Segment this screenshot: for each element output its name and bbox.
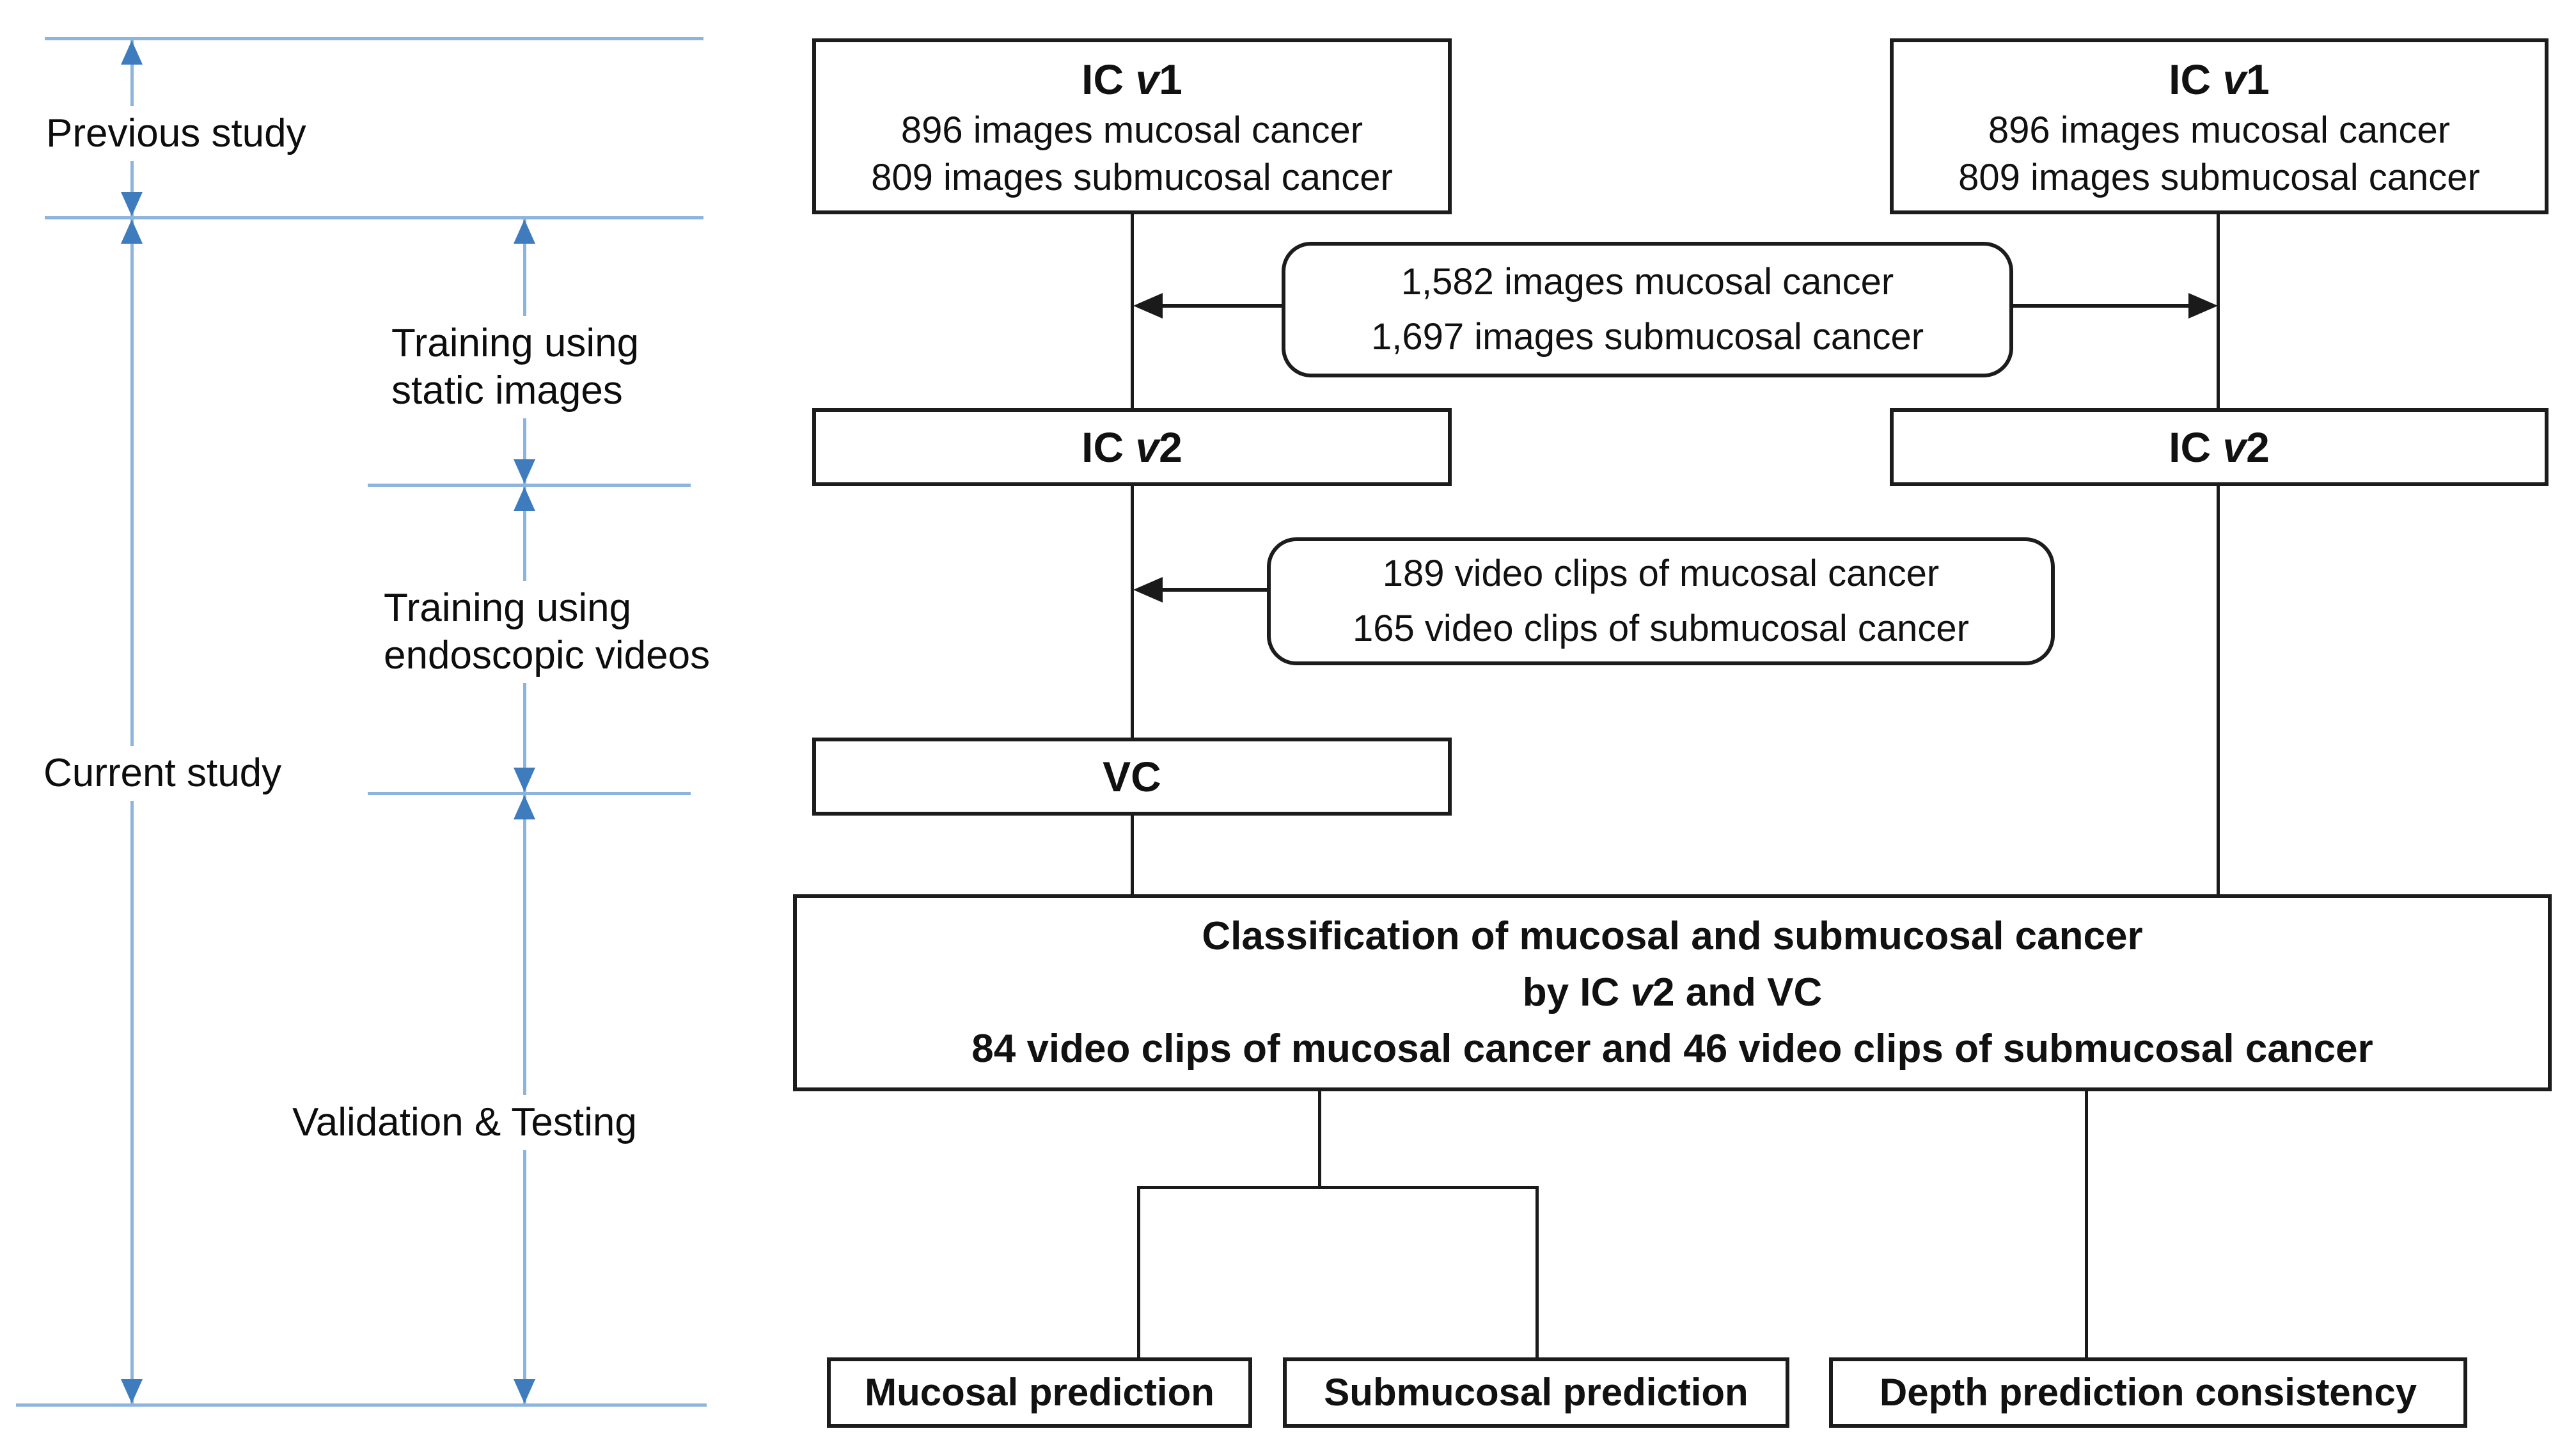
box-ic-v1-right-line2: 809 images submucosal cancer bbox=[1958, 156, 2480, 198]
connector-left-icv1-icv2 bbox=[1131, 211, 1134, 411]
label-training-videos-line2: endoscopic videos bbox=[384, 633, 711, 677]
arrowhead-outer-top-up bbox=[121, 40, 143, 65]
arrowhead-inner-videos-down bbox=[514, 768, 535, 792]
box-training-videos-line2: 165 video clips of submucosal cancer bbox=[1353, 608, 1969, 649]
connector-left-vc-classification bbox=[1131, 814, 1134, 897]
timeline-previous-current-divider bbox=[45, 216, 703, 219]
arrow-images-to-right-head bbox=[2188, 293, 2218, 319]
box-classification-line3: 84 video clips of mucosal cancer and 46 … bbox=[971, 1027, 2373, 1071]
timeline-outer-span-line bbox=[130, 40, 134, 1403]
branch-horizontal bbox=[1137, 1186, 1539, 1189]
box-vc-title: VC bbox=[1103, 753, 1161, 800]
connector-right-icv1-icv2 bbox=[2217, 211, 2220, 411]
box-ic-v1-right-title: IC v1 bbox=[2169, 55, 2270, 103]
label-previous-study: Previous study bbox=[37, 106, 315, 161]
timeline-top-line bbox=[45, 37, 703, 40]
box-ic-v2-left-title: IC v2 bbox=[1081, 423, 1182, 471]
branch-stem bbox=[1318, 1090, 1321, 1189]
arrowhead-inner-validation-up bbox=[514, 795, 535, 819]
arrow-videos-to-left-stem bbox=[1159, 588, 1269, 592]
box-ic-v1-left-line1: 896 images mucosal cancer bbox=[900, 109, 1363, 151]
box-ic-v1-left-title: IC v1 bbox=[1081, 55, 1182, 103]
timeline-videos-validation-divider bbox=[368, 792, 691, 795]
box-submucosal-prediction: Submucosal prediction bbox=[1283, 1357, 1789, 1428]
box-transfer-images-line1: 1,582 images mucosal cancer bbox=[1401, 261, 1894, 303]
box-classification: Classification of mucosal and submucosal… bbox=[793, 894, 2552, 1091]
box-submucosal-prediction-label: Submucosal prediction bbox=[1324, 1371, 1748, 1414]
arrowhead-inner-static-down bbox=[514, 459, 535, 484]
arrowhead-inner-static-up bbox=[514, 219, 535, 244]
arrow-images-to-right-stem bbox=[2012, 304, 2190, 308]
label-training-static: Training using static images bbox=[382, 316, 648, 418]
arrow-images-to-left-head bbox=[1133, 293, 1163, 319]
box-ic-v2-right: IC v2 bbox=[1890, 408, 2549, 486]
arrowhead-outer-divider-down bbox=[121, 192, 143, 216]
arrowhead-outer-divider-up bbox=[121, 219, 143, 244]
box-classification-line2: by IC v2 and VC bbox=[1522, 970, 1823, 1015]
arrowhead-inner-videos-up bbox=[514, 487, 535, 511]
arrowhead-outer-bottom-down bbox=[121, 1379, 143, 1403]
label-training-videos-line1: Training using bbox=[384, 586, 632, 630]
arrow-images-to-left-stem bbox=[1159, 304, 1284, 308]
box-mucosal-prediction-label: Mucosal prediction bbox=[865, 1371, 1214, 1414]
box-ic-v1-left: IC v1 896 images mucosal cancer 809 imag… bbox=[812, 38, 1452, 214]
arrowhead-inner-validation-down bbox=[514, 1379, 535, 1403]
connector-right-icv2-classification bbox=[2217, 484, 2220, 897]
box-ic-v2-right-title: IC v2 bbox=[2169, 423, 2270, 471]
branch-right-drop bbox=[1535, 1186, 1539, 1359]
box-vc: VC bbox=[812, 738, 1452, 816]
arrow-videos-to-left-head bbox=[1133, 577, 1163, 603]
box-ic-v1-left-line2: 809 images submucosal cancer bbox=[871, 156, 1393, 198]
box-training-videos-line1: 189 video clips of mucosal cancer bbox=[1382, 553, 1940, 594]
label-training-videos: Training using endoscopic videos bbox=[375, 581, 719, 683]
connector-left-icv2-vc bbox=[1131, 484, 1134, 739]
box-ic-v1-right-line1: 896 images mucosal cancer bbox=[1988, 109, 2451, 151]
label-training-static-line2: static images bbox=[391, 368, 623, 413]
branch-left-drop bbox=[1137, 1186, 1140, 1359]
label-training-static-line1: Training using bbox=[391, 321, 640, 365]
box-transfer-images: 1,582 images mucosal cancer 1,697 images… bbox=[1282, 242, 2013, 377]
box-classification-line1: Classification of mucosal and submucosal… bbox=[1202, 914, 2143, 958]
box-training-videos: 189 video clips of mucosal cancer 165 vi… bbox=[1267, 537, 2055, 665]
box-depth-prediction-consistency: Depth prediction consistency bbox=[1829, 1357, 2467, 1428]
timeline-static-videos-divider bbox=[368, 484, 691, 487]
box-depth-prediction-consistency-label: Depth prediction consistency bbox=[1879, 1371, 2417, 1414]
box-ic-v2-left: IC v2 bbox=[812, 408, 1452, 486]
label-validation-testing: Validation & Testing bbox=[283, 1095, 646, 1150]
box-mucosal-prediction: Mucosal prediction bbox=[827, 1357, 1252, 1428]
timeline-bottom-line bbox=[16, 1403, 707, 1407]
depth-drop bbox=[2085, 1090, 2088, 1359]
box-ic-v1-right: IC v1 896 images mucosal cancer 809 imag… bbox=[1890, 38, 2549, 214]
box-transfer-images-line2: 1,697 images submucosal cancer bbox=[1370, 316, 1924, 358]
label-current-study: Current study bbox=[35, 746, 291, 801]
